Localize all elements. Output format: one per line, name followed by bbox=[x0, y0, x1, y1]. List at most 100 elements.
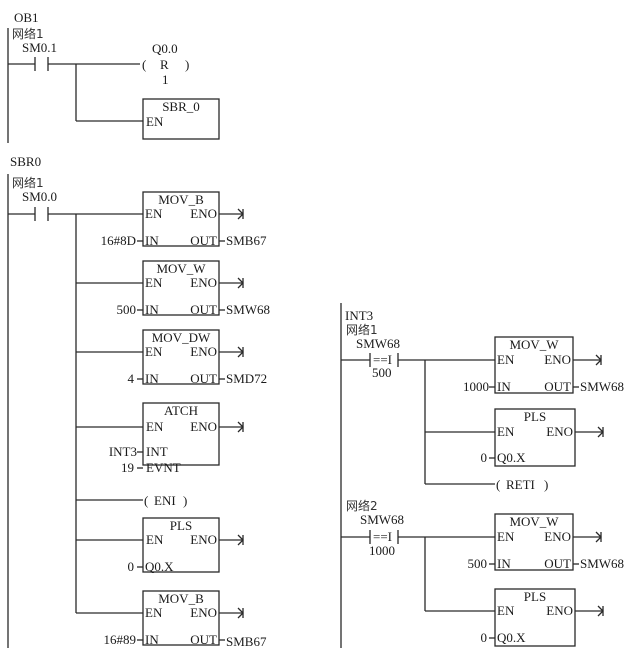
sbr0-eni-coil[interactable]: ( ENI ) bbox=[76, 493, 187, 508]
ob1-contact-address: SM0.1 bbox=[22, 40, 57, 55]
box-q-value: 0 bbox=[128, 559, 135, 574]
box-name: PLS bbox=[524, 589, 546, 604]
ob1-contact-no[interactable] bbox=[8, 57, 76, 71]
n2-mov-w-box[interactable]: MOV_W EN ENO IN OUT 500 SMW68 bbox=[425, 513, 624, 571]
box-name: MOV_W bbox=[509, 514, 559, 529]
sbr0-network-label: 网络1 bbox=[12, 175, 44, 190]
eno-arrow-icon bbox=[597, 605, 604, 617]
box-out-value: SMW68 bbox=[580, 379, 624, 394]
eno-arrow-icon bbox=[237, 208, 244, 220]
box-en: EN bbox=[145, 275, 163, 290]
box-out-pin: OUT bbox=[190, 302, 217, 317]
sbr0-contact-no[interactable] bbox=[8, 207, 76, 221]
box-name: MOV_W bbox=[509, 337, 559, 352]
n2-compare-address: SMW68 bbox=[360, 512, 404, 527]
box-in-value: 16#89 bbox=[104, 632, 137, 647]
compare-op: ==I bbox=[373, 529, 392, 544]
box-out-pin: OUT bbox=[190, 233, 217, 248]
eno-arrow-icon bbox=[237, 277, 244, 289]
sbr0-atch-box[interactable]: ATCH EN ENO INT INT3 EVNT 19 bbox=[76, 402, 244, 475]
n1-compare-address: SMW68 bbox=[356, 336, 400, 351]
sbr0-title: SBR0 bbox=[10, 154, 41, 169]
sbr0-contact-address: SM0.0 bbox=[22, 189, 57, 204]
call-box-name: SBR_0 bbox=[162, 99, 200, 114]
n2-pls-box[interactable]: PLS EN ENO Q0.X 0 bbox=[425, 588, 604, 647]
box-int-pin: INT bbox=[146, 444, 168, 459]
int3-title: INT3 bbox=[345, 308, 373, 323]
box-en: EN bbox=[497, 529, 515, 544]
box-int-value: INT3 bbox=[109, 444, 137, 459]
ob1-title: OB1 bbox=[14, 10, 39, 25]
sbr0-mov-w-box[interactable]: MOV_W EN ENO IN OUT 500 SMW68 bbox=[76, 260, 270, 317]
box-en: EN bbox=[146, 532, 164, 547]
ob1-coil-address: Q0.0 bbox=[152, 41, 178, 56]
n1-pls-box[interactable]: PLS EN ENO Q0.X 0 bbox=[425, 408, 604, 467]
ob1-coil-open-paren: ( bbox=[142, 57, 146, 72]
ob1-coil-type: R bbox=[160, 57, 169, 72]
n2-compare-contact[interactable]: ==I bbox=[341, 529, 425, 544]
box-en: EN bbox=[145, 605, 163, 620]
box-evnt-value: 19 bbox=[121, 460, 134, 475]
sbr0-mov-dw-box[interactable]: MOV_DW EN ENO IN OUT 4 SMD72 bbox=[76, 329, 267, 386]
box-q-value: 0 bbox=[481, 630, 488, 645]
box-en: EN bbox=[145, 206, 163, 221]
eno-arrow-icon bbox=[237, 534, 244, 546]
box-eno: ENO bbox=[190, 275, 217, 290]
n1-mov-w-box[interactable]: MOV_W EN ENO IN OUT 1000 SMW68 bbox=[425, 336, 624, 394]
box-out-pin: OUT bbox=[544, 379, 571, 394]
coil-open-paren: ( bbox=[496, 477, 500, 492]
eno-arrow-icon bbox=[237, 421, 244, 433]
box-in-value: 16#8D bbox=[101, 233, 136, 248]
ob1-block: OB1 网络1 SM0.1 Q0.0 ( R ) 1 SBR_0 EN bbox=[7, 10, 220, 143]
box-eno: ENO bbox=[544, 352, 571, 367]
box-out-pin: OUT bbox=[544, 556, 571, 571]
int3-network2-label: 网络2 bbox=[346, 498, 378, 513]
int3-block: INT3 网络1 SMW68 ==I 500 MOV_W EN ENO IN O… bbox=[340, 303, 624, 648]
box-name: ATCH bbox=[164, 403, 198, 418]
coil-label: ENI bbox=[154, 493, 176, 508]
eno-arrow-icon bbox=[597, 426, 604, 438]
box-eno: ENO bbox=[190, 532, 217, 547]
sbr0-call-box[interactable]: SBR_0 EN bbox=[142, 98, 220, 140]
box-eno: ENO bbox=[544, 529, 571, 544]
eno-arrow-icon bbox=[237, 607, 244, 619]
sbr0-pls-box[interactable]: PLS EN ENO Q0.X 0 bbox=[76, 517, 244, 574]
sbr0-mov-b-box[interactable]: MOV_B EN ENO IN OUT 16#8D SMB67 bbox=[76, 191, 267, 248]
coil-open-paren: ( bbox=[144, 493, 148, 508]
box-q-pin: Q0.X bbox=[497, 450, 526, 465]
box-q-pin: Q0.X bbox=[145, 559, 174, 574]
box-out-value: SMW68 bbox=[226, 302, 270, 317]
box-eno: ENO bbox=[546, 424, 573, 439]
box-out-value: SMB67 bbox=[226, 233, 267, 248]
box-q-pin: Q0.X bbox=[497, 630, 526, 645]
box-en: EN bbox=[497, 424, 515, 439]
box-out-value: SMD72 bbox=[226, 371, 267, 386]
sbr0-mov-b2-box[interactable]: MOV_B EN ENO IN OUT 16#89 SMB67 bbox=[76, 590, 267, 649]
box-in-value: 500 bbox=[117, 302, 137, 317]
box-eno: ENO bbox=[546, 603, 573, 618]
n1-reti-coil[interactable]: ( RETI ) bbox=[425, 477, 548, 492]
ob1-coil-close-paren: ) bbox=[185, 57, 189, 72]
box-en: EN bbox=[497, 352, 515, 367]
box-name: MOV_B bbox=[158, 591, 204, 606]
box-in-pin: IN bbox=[145, 371, 159, 386]
box-en: EN bbox=[145, 344, 163, 359]
box-q-value: 0 bbox=[481, 450, 488, 465]
box-in-pin: IN bbox=[497, 379, 511, 394]
box-in-pin: IN bbox=[145, 632, 159, 647]
box-in-value: 500 bbox=[468, 556, 488, 571]
box-en: EN bbox=[146, 419, 164, 434]
n1-compare-contact[interactable]: ==I bbox=[341, 352, 425, 367]
ob1-coil-count: 1 bbox=[162, 72, 169, 87]
coil-close-paren: ) bbox=[544, 477, 548, 492]
n2-compare-value: 1000 bbox=[369, 543, 395, 558]
box-out-value: SMB67 bbox=[226, 634, 267, 649]
box-in-pin: IN bbox=[145, 302, 159, 317]
box-in-value: 1000 bbox=[463, 379, 489, 394]
eno-arrow-icon bbox=[595, 531, 602, 543]
box-evnt-pin: EVNT bbox=[146, 460, 181, 475]
eno-arrow-icon bbox=[237, 346, 244, 358]
box-in-pin: IN bbox=[497, 556, 511, 571]
eno-arrow-icon bbox=[595, 354, 602, 366]
